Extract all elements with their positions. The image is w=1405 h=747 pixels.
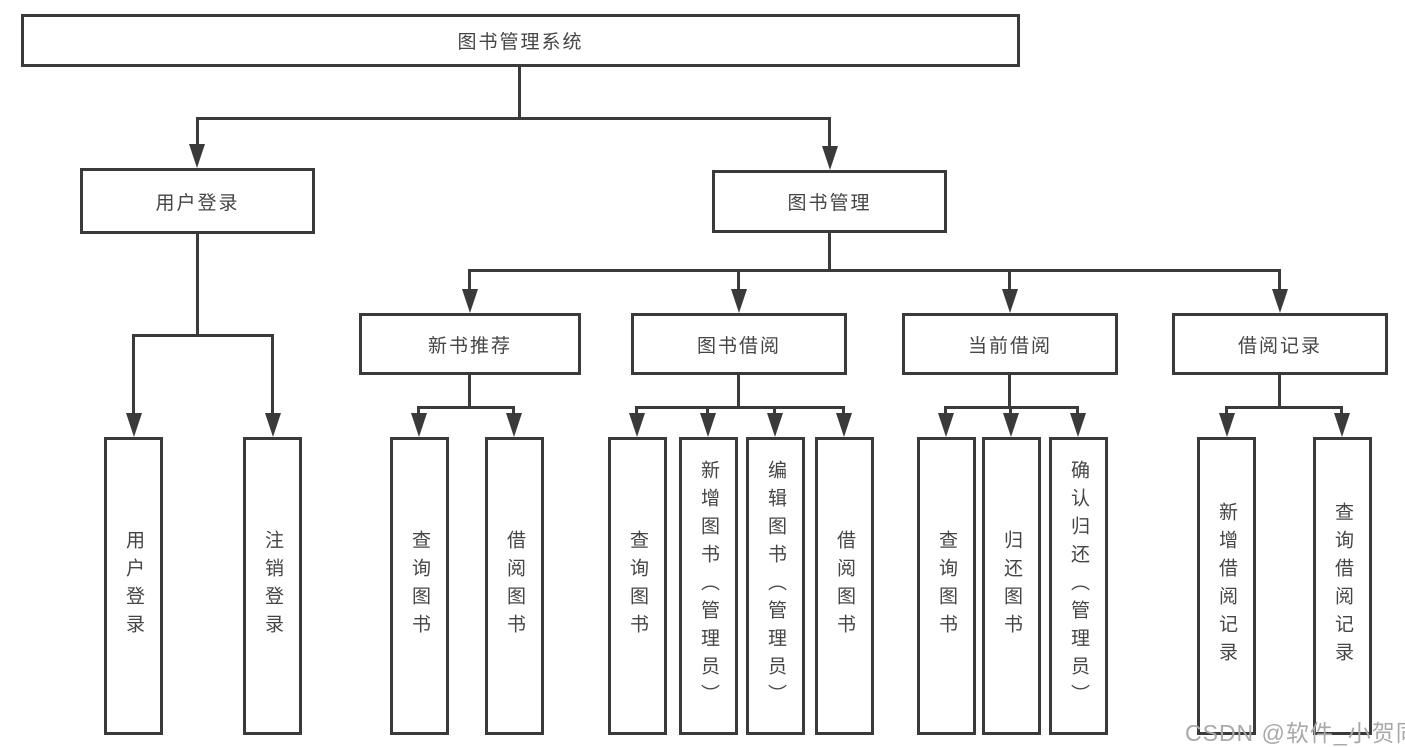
arrowhead-current-2: [1003, 413, 1019, 437]
connector-current-stem: [1008, 375, 1011, 409]
leaf-borrow-query-books: 查询图书: [608, 437, 667, 735]
node-user-login-label: 用户登录: [155, 192, 240, 214]
connector-drop-current: [1008, 269, 1011, 292]
arrowhead-records-2: [1334, 413, 1350, 437]
connector-drop-borrow-3: [773, 406, 776, 416]
connector-borrow-rail: [635, 406, 845, 409]
node-root-label: 图书管理系统: [457, 32, 584, 53]
arrowhead-recommend-1: [411, 413, 427, 437]
connector-user-login-stem: [196, 234, 199, 336]
arrowhead-borrow-2: [700, 413, 716, 437]
connector-root-stem: [518, 67, 521, 118]
leaf-current-query-books-label: 查询图书: [936, 530, 957, 642]
leaf-confirm-return-admin: 确认归还（管理员）: [1049, 437, 1108, 735]
arrowhead-current: [1002, 289, 1018, 313]
arrowhead-borrow-1: [629, 413, 645, 437]
connector-drop-leaf-login: [132, 334, 135, 416]
connector-recommend-rail: [417, 406, 515, 409]
leaf-edit-book-admin-label: 编辑图书（管理员）: [765, 460, 786, 712]
node-current-borrow: 当前借阅: [902, 313, 1118, 375]
leaf-recommend-query-books: 查询图书: [390, 437, 449, 735]
connector-drop-records-2: [1340, 406, 1343, 416]
connector-records-rail: [1225, 406, 1343, 409]
node-borrow-records: 借阅记录: [1172, 313, 1388, 375]
connector-drop-records: [1278, 269, 1281, 292]
connector-drop-book-mgmt: [828, 117, 831, 148]
arrowhead-records-1: [1219, 413, 1235, 437]
connector-drop-borrow-2: [706, 406, 709, 416]
connector-drop-borrow: [737, 269, 740, 292]
arrowhead-recommend: [462, 289, 478, 313]
arrowhead-current-3: [1070, 413, 1086, 437]
connector-recommend-stem: [468, 375, 471, 409]
arrowhead-leaf-login: [126, 413, 142, 437]
node-current-borrow-label: 当前借阅: [967, 335, 1052, 357]
arrowhead-user-login: [189, 144, 205, 168]
arrowhead-current-1: [938, 413, 954, 437]
connector-root-rail: [196, 117, 831, 120]
connector-drop-current-1: [944, 406, 947, 416]
arrowhead-leaf-logout: [265, 413, 281, 437]
connector-drop-borrow-1: [635, 406, 638, 416]
node-book-management-label: 图书管理: [787, 193, 872, 214]
arrowhead-borrow-3: [767, 413, 783, 437]
leaf-recommend-borrow-books-label: 借阅图书: [504, 530, 525, 642]
leaf-borrow-books-label: 借阅图书: [834, 530, 855, 642]
leaf-current-query-books: 查询图书: [917, 437, 976, 735]
connector-drop-current-3: [1076, 406, 1079, 416]
connector-drop-user-login: [196, 117, 199, 146]
leaf-recommend-query-books-label: 查询图书: [409, 530, 430, 642]
connector-records-stem: [1278, 375, 1281, 409]
arrowhead-book-mgmt: [822, 146, 838, 170]
leaf-add-book-admin: 新增图书（管理员）: [679, 437, 738, 735]
leaf-return-book: 归还图书: [982, 437, 1041, 735]
connector-drop-current-2: [1009, 406, 1012, 416]
arrowhead-borrow-4: [836, 413, 852, 437]
arrowhead-borrow: [731, 289, 747, 313]
leaf-logout-label: 注销登录: [262, 530, 283, 642]
connector-drop-recommend: [468, 269, 471, 292]
arrowhead-records: [1272, 289, 1288, 313]
leaf-return-book-label: 归还图书: [1001, 530, 1022, 642]
connector-user-login-rail: [132, 334, 274, 337]
connector-book-mgmt-stem: [828, 233, 831, 271]
leaf-logout: 注销登录: [243, 437, 302, 735]
node-borrow-records-label: 借阅记录: [1237, 335, 1322, 357]
leaf-add-borrow-record-label: 新增借阅记录: [1216, 502, 1237, 670]
node-book-borrow: 图书借阅: [631, 313, 847, 375]
leaf-add-book-admin-label: 新增图书（管理员）: [698, 460, 719, 712]
connector-drop-recommend-2: [512, 406, 515, 416]
node-root: 图书管理系统: [21, 14, 1020, 67]
connector-book-mgmt-rail: [468, 269, 1281, 272]
leaf-borrow-books: 借阅图书: [815, 437, 874, 735]
connector-drop-borrow-4: [842, 406, 845, 416]
connector-drop-records-1: [1225, 406, 1228, 416]
leaf-query-borrow-record: 查询借阅记录: [1313, 437, 1372, 735]
leaf-add-borrow-record: 新增借阅记录: [1197, 437, 1256, 735]
leaf-borrow-query-books-label: 查询图书: [627, 530, 648, 642]
connector-borrow-stem: [737, 375, 740, 409]
node-book-borrow-label: 图书借阅: [696, 335, 781, 357]
leaf-edit-book-admin: 编辑图书（管理员）: [746, 437, 805, 735]
leaf-user-login: 用户登录: [104, 437, 163, 735]
connector-drop-leaf-logout: [271, 334, 274, 416]
leaf-recommend-borrow-books: 借阅图书: [485, 437, 544, 735]
leaf-user-login-label: 用户登录: [123, 530, 144, 642]
arrowhead-recommend-2: [506, 413, 522, 437]
node-user-login: 用户登录: [80, 168, 315, 234]
connector-drop-recommend-1: [417, 406, 420, 416]
node-new-book-recommend: 新书推荐: [359, 313, 581, 375]
node-book-management: 图书管理: [712, 170, 947, 233]
node-new-book-recommend-label: 新书推荐: [427, 335, 512, 357]
leaf-confirm-return-admin-label: 确认归还（管理员）: [1068, 460, 1089, 712]
leaf-query-borrow-record-label: 查询借阅记录: [1332, 502, 1353, 670]
csdn-watermark: CSDN @软件_小贺同学: [1185, 720, 1405, 746]
